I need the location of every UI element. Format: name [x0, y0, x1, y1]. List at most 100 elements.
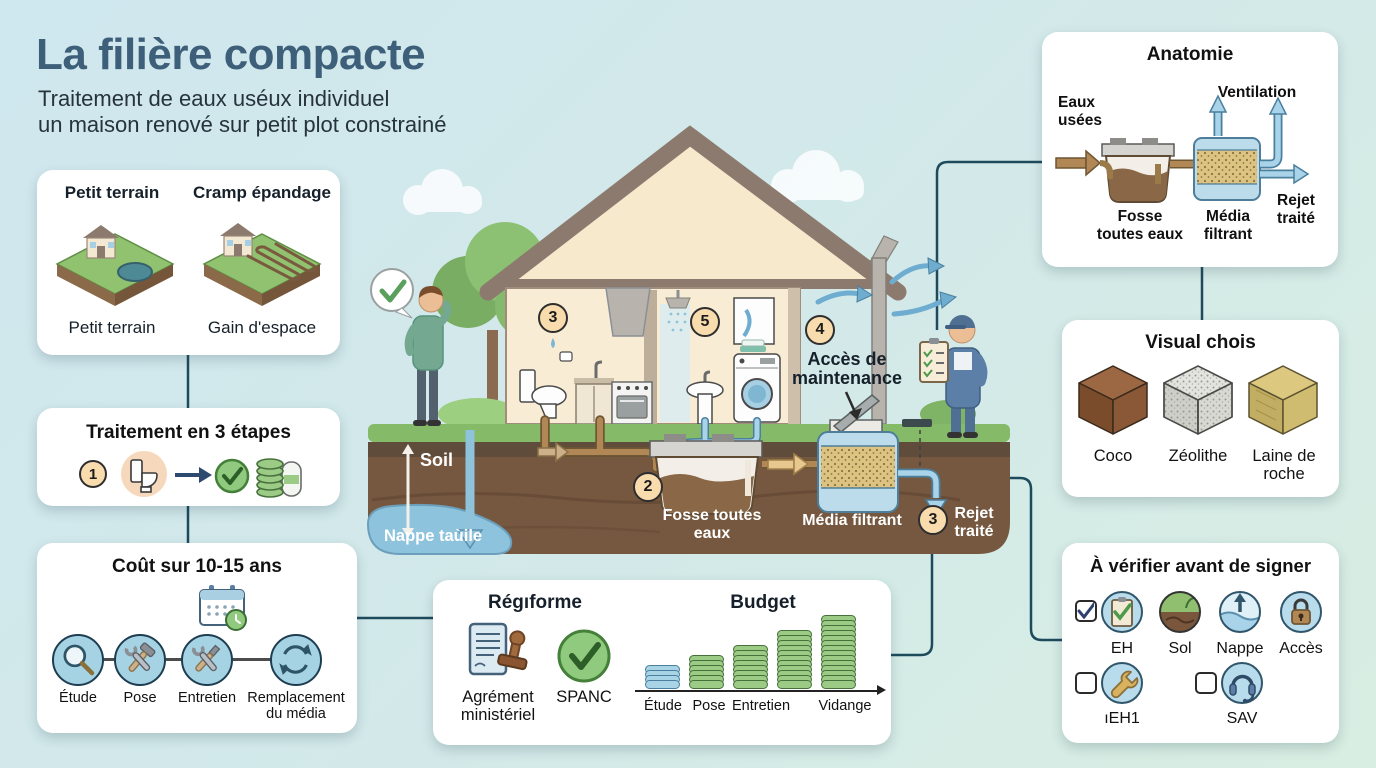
rockwool-cube	[1248, 365, 1318, 435]
regulation-budget-card: Régıforme Budget Agrément ministériel SP…	[433, 580, 891, 745]
budget-label-pose: Pose	[692, 698, 726, 714]
anatomy-outflow-arrow	[1260, 163, 1310, 185]
anatomy-card: Anatomie	[1042, 32, 1338, 267]
connector-scene-anatomy	[935, 160, 1044, 330]
cloud	[403, 169, 482, 215]
terrain-left-title: Petit terrain	[64, 183, 160, 202]
ministerial-approval-stamp-icon	[468, 622, 528, 676]
checklist-label-nappe: Nappe	[1216, 640, 1264, 657]
lock-icon	[1280, 591, 1322, 633]
spanc-label: SPANC	[556, 688, 612, 706]
coin-stack	[645, 665, 680, 689]
coin-icon	[645, 680, 680, 689]
coin-stack	[821, 615, 856, 689]
leach-field-illustration	[202, 223, 322, 306]
steps-card-title: Traitement en 3 étapes	[86, 422, 291, 443]
outlet-box	[902, 419, 932, 427]
checkbox-sav[interactable]	[1195, 672, 1217, 694]
anatomy-media-label: Média filtrant	[1203, 208, 1253, 243]
washing-machine	[733, 339, 781, 423]
headset-icon	[1221, 662, 1263, 704]
arrow-right-icon	[175, 467, 212, 483]
crossed-tools-icon	[192, 643, 221, 672]
toilet-icon	[130, 459, 158, 493]
bathroom-sink	[686, 370, 724, 425]
speech-bubble-check	[370, 268, 414, 319]
shower-head	[665, 290, 691, 332]
media-label-zeolithe: Zéolithe	[1168, 447, 1228, 465]
budget-label-etude: Étude	[644, 698, 682, 714]
step-badge-tank: 2	[633, 472, 663, 502]
zeolite-cube	[1163, 365, 1233, 435]
coin-stack	[777, 630, 812, 689]
spanc-check-icon	[557, 629, 611, 683]
kitchen-sink-cabinet	[574, 360, 614, 425]
budget-label-entretien: Entretien	[731, 698, 791, 714]
coin-stack	[689, 655, 724, 689]
groundwater-icon	[1219, 591, 1261, 633]
budget-chart: Étude Pose Entretien Vidange	[633, 613, 886, 714]
range-hood	[605, 287, 651, 337]
cost-step-entretien	[181, 634, 233, 686]
anatomy-inflow-label: Eaux usées	[1058, 94, 1102, 129]
coin-icon	[777, 680, 812, 689]
page-subtitle-line1: Traitement de eaux uséux individuel	[38, 86, 390, 111]
groundwater	[366, 503, 513, 555]
cost-label-entretien: Entretien	[177, 690, 237, 706]
checklist-title: À vérifier avant de signer	[1089, 555, 1312, 576]
clipboard-icon	[919, 338, 949, 383]
cost-step-pose	[114, 634, 166, 686]
media-cubes	[1078, 365, 1318, 435]
groundwater-label: Nappe taùile	[384, 527, 483, 545]
checklist-label-eh1: ıEH1	[1104, 710, 1140, 727]
checklist-label-sol: Sol	[1168, 640, 1192, 657]
check-circle-icon	[214, 458, 250, 494]
step-badge-bathroom: 5	[690, 307, 720, 337]
media-filter-label: Média filtrant	[802, 512, 902, 529]
anatomy-media-filter	[1193, 137, 1261, 201]
paper-roll-icon	[559, 351, 573, 362]
cost-timeline-card: Coût sur 10-15 ans	[37, 543, 357, 733]
coin-icon	[821, 680, 856, 689]
anatomy-septic-tank	[1099, 138, 1175, 203]
checklist-label-eh: EH	[1110, 640, 1134, 657]
treatment-steps-card: Traitement en 3 étapes 1	[37, 408, 340, 506]
wrench-icon	[1101, 662, 1143, 704]
budget-title: Budget	[730, 592, 796, 613]
flow-arrow	[767, 452, 810, 476]
outflow-label: Rejet traité	[954, 505, 994, 540]
soil-depth-arrow	[402, 444, 414, 538]
homeowner	[404, 286, 452, 426]
anatomy-inflow-arrow	[1055, 149, 1102, 177]
cost-step-etude	[52, 634, 104, 686]
checkmark-icon	[1077, 602, 1094, 619]
maintenance-arrow	[844, 391, 862, 420]
anatomy-vent-arrows	[1208, 94, 1288, 169]
magnifier-icon	[63, 644, 95, 676]
media-label-laine: Laine de roche	[1252, 447, 1316, 484]
anatomy-diagram	[1055, 94, 1310, 203]
soil-label: Soil	[420, 450, 454, 470]
bush	[438, 398, 518, 430]
terrain-comparison-card: Petit terrain Cramp épandage Petit terra…	[37, 170, 340, 355]
budget-axis-arrow	[635, 685, 886, 696]
connector-scene-budget	[889, 550, 934, 657]
step-badge-vent: 4	[805, 315, 835, 345]
house-roof	[479, 125, 907, 301]
checkbox-eh1[interactable]	[1075, 672, 1097, 694]
page-subtitle-line2: un maison renové sur petit plot constrai…	[38, 112, 447, 137]
pre-signature-checklist-card: À vérifier avant de signer	[1062, 543, 1339, 743]
checkbox-eh[interactable]	[1075, 600, 1097, 622]
calendar-clock-icon	[199, 585, 247, 631]
right-wall	[788, 288, 800, 424]
airflow-arrowheads	[856, 257, 958, 309]
checklist-label-sav: SAV	[1226, 710, 1258, 727]
pond	[117, 262, 153, 282]
budget-label-vidange: Vidange	[818, 698, 872, 714]
approval-label: Agrément ministériel	[460, 688, 536, 725]
maintenance-access-label: Accès de maintenance	[791, 349, 903, 388]
septic-tank-label: Fosse toutes eaux	[662, 507, 762, 542]
cost-label-etude: Étude	[59, 690, 97, 706]
coin-stack	[733, 645, 768, 689]
